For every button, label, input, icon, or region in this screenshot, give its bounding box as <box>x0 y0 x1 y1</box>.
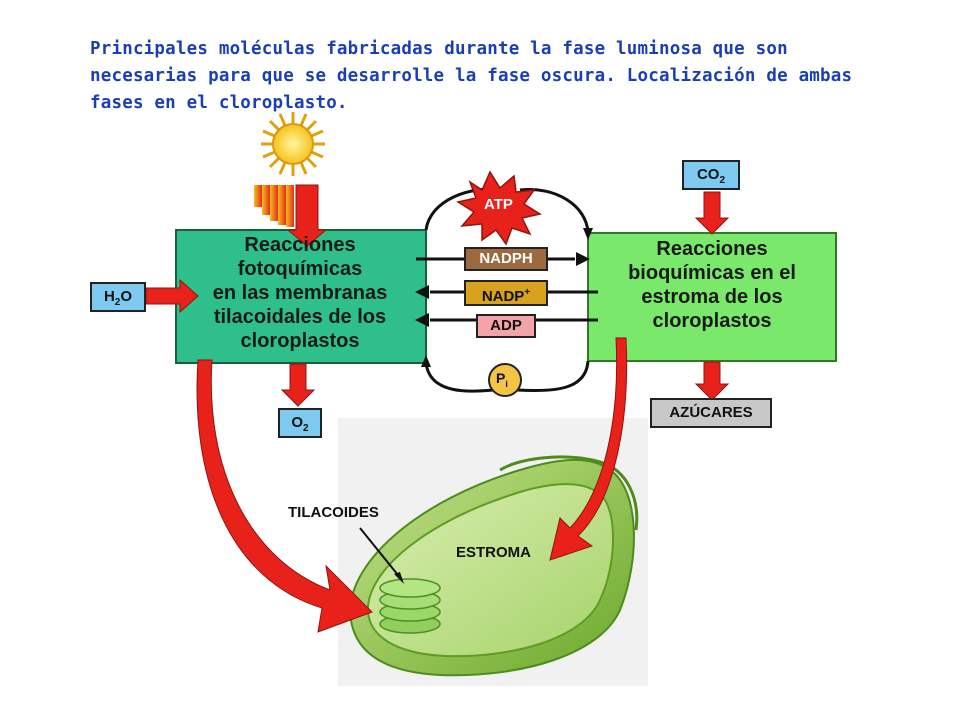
light-phase-line-1: Reacciones <box>244 234 356 256</box>
nadp-sup: + <box>524 287 531 298</box>
thylakoid-pointer <box>359 527 403 581</box>
sugars-arrow <box>694 361 730 401</box>
o2-box: O2 <box>278 408 322 438</box>
h2o-o: O <box>120 288 133 305</box>
pi-circle <box>488 363 522 397</box>
light-to-thylakoid-arrow <box>196 359 373 633</box>
adp-tag: ADP <box>476 314 536 338</box>
sugars-box: AZÚCARES <box>650 398 772 428</box>
light-phase-line-5: cloroplastos <box>240 330 360 352</box>
thylakoids-label: TILACOIDES <box>288 504 379 521</box>
nadp-base: NADP <box>481 288 525 305</box>
dark-phase-label: Reacciones bioquímicas en el estroma de … <box>588 237 836 333</box>
atp-burst <box>456 170 542 246</box>
co2-box: CO2 <box>682 160 740 190</box>
light-phase-label: Reacciones fotoquímicas en las membranas… <box>175 233 425 353</box>
pi-label: Pi <box>496 370 508 389</box>
co2-co: CO <box>696 166 720 183</box>
pi-sub: i <box>505 378 508 389</box>
dark-phase-line-3: estroma de los <box>641 286 783 308</box>
h2o-h: H <box>103 288 115 305</box>
light-phase-line-3: en las membranas <box>212 282 388 304</box>
thylakoid-stack <box>379 578 441 634</box>
dark-phase-box <box>587 232 837 362</box>
dark-to-stroma-arrow <box>549 337 628 561</box>
light-phase-box <box>175 229 427 364</box>
stroma-label: ESTROMA <box>456 544 531 561</box>
pi-base: P <box>496 370 506 386</box>
chloroplast-illustration <box>348 455 639 677</box>
caption: Principales moléculas fabricadas durante… <box>90 39 853 113</box>
co2-arrow <box>694 191 730 235</box>
dark-phase-line-4: cloroplastos <box>652 310 772 332</box>
o2-sub: 2 <box>303 423 309 434</box>
atp-label: ATP <box>484 196 513 213</box>
nadp-tag: NADP+ <box>464 280 548 306</box>
light-phase-line-4: tilacoidales de los <box>213 306 387 328</box>
co2-sub: 2 <box>719 175 726 186</box>
h2o-box: H2O <box>90 282 146 312</box>
light-rays <box>254 184 328 247</box>
h2o-arrow <box>145 278 199 314</box>
o2-o: O <box>291 414 304 431</box>
dark-phase-line-2: bioquímicas en el <box>628 262 796 284</box>
light-phase-line-2: fotoquímicas <box>237 258 363 280</box>
o2-arrow <box>280 363 316 407</box>
dark-phase-line-1: Reacciones <box>656 238 768 260</box>
nadph-tag: NADPH <box>464 247 548 271</box>
sun-icon <box>261 112 325 176</box>
h2o-sub: 2 <box>114 297 121 308</box>
